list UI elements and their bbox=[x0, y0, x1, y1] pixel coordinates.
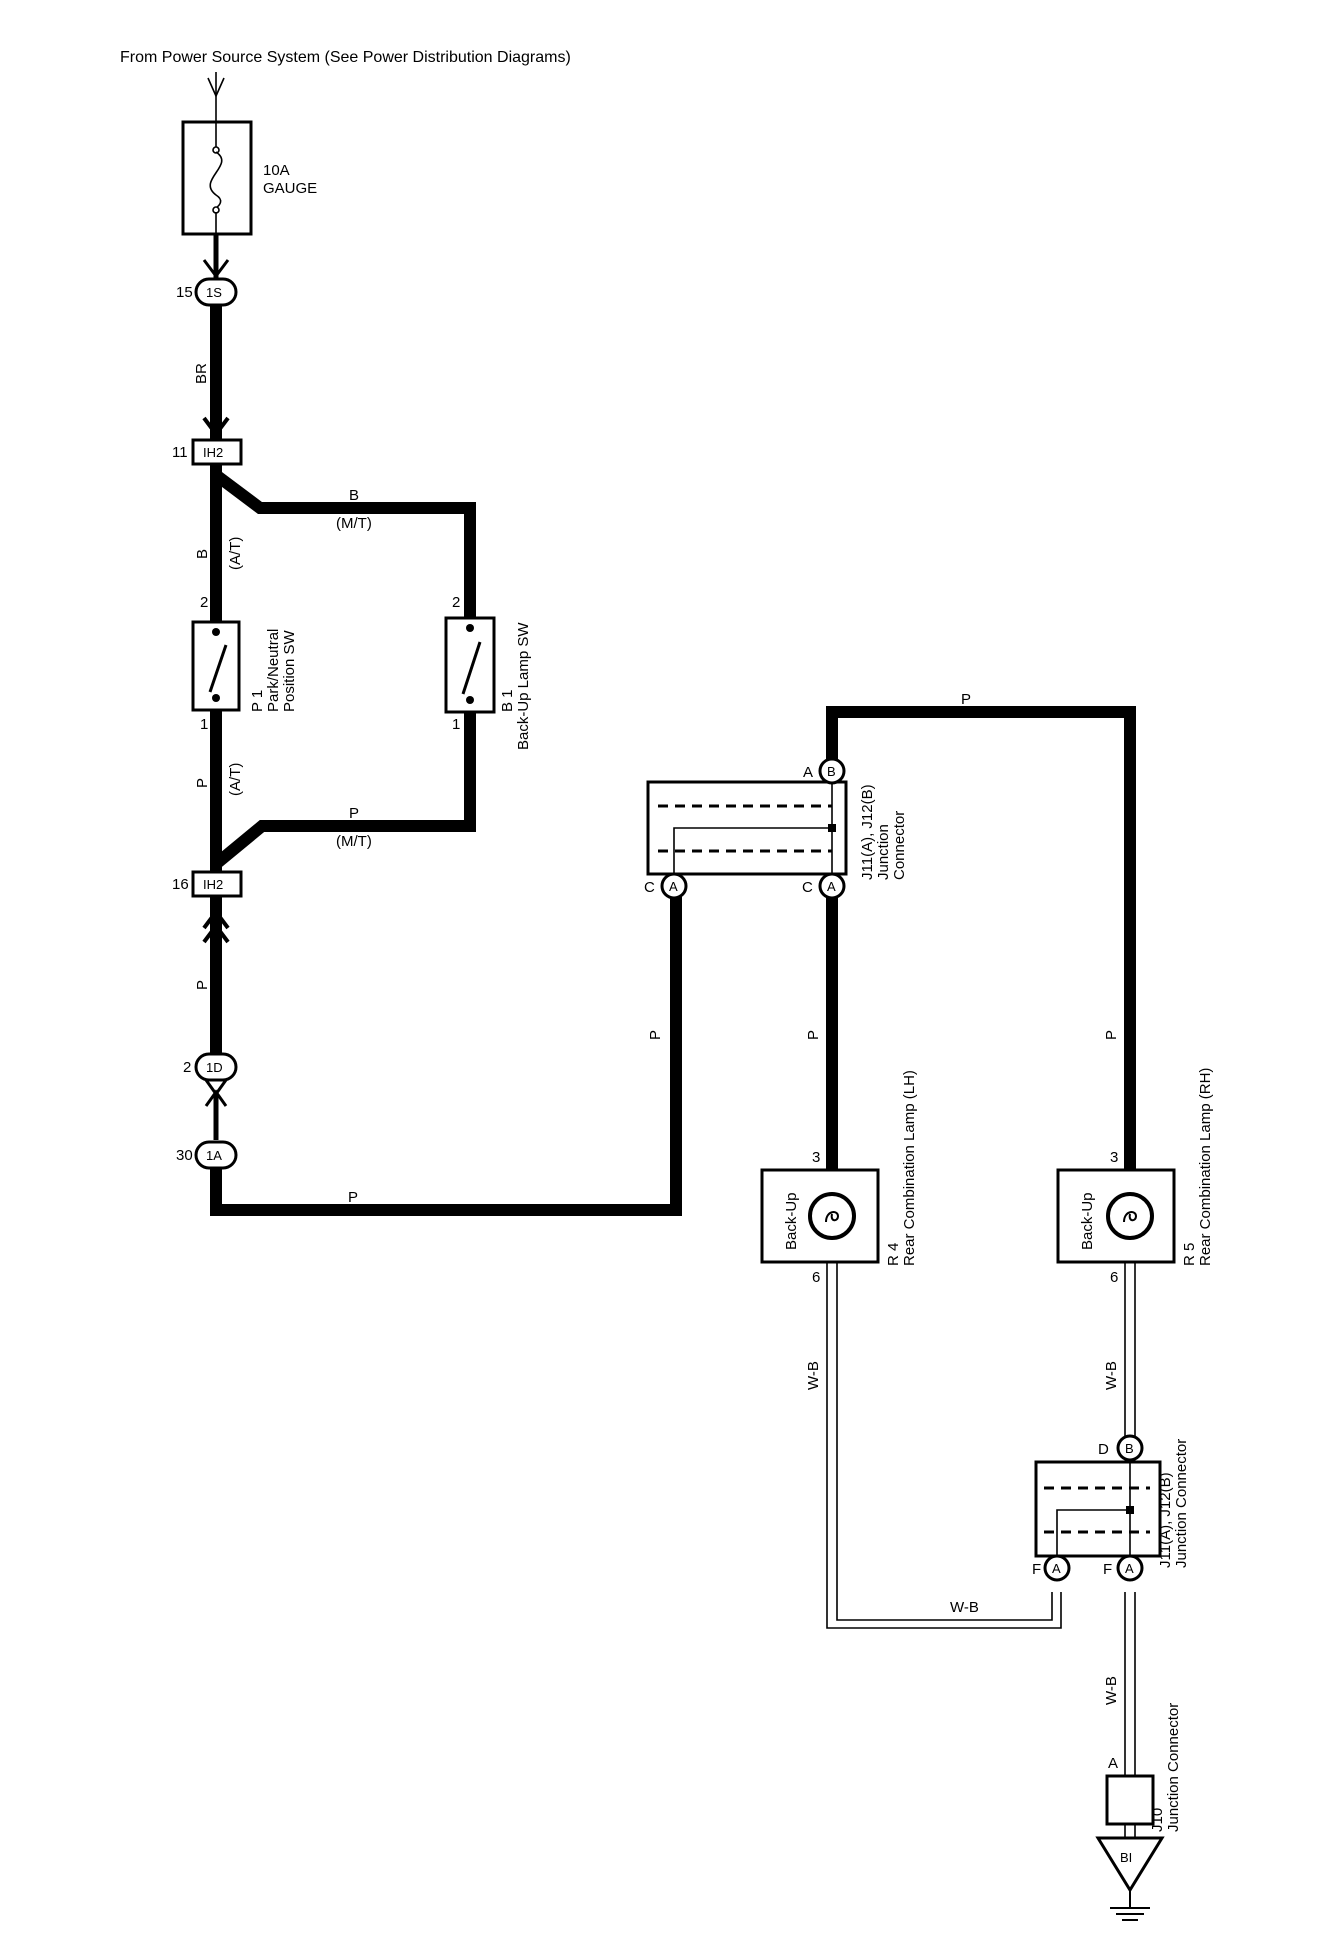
wire-mt-1: (M/T) bbox=[336, 515, 372, 532]
wire-arrows bbox=[202, 259, 230, 1140]
jtop-pin-b: B bbox=[818, 757, 846, 785]
wire-at-2: (A/T) bbox=[227, 763, 244, 796]
wire-p-up: P bbox=[647, 1030, 664, 1040]
wire-b-at: B bbox=[194, 549, 211, 559]
p1-name: Park/Neutral bbox=[265, 629, 282, 712]
connector-1d-pin: 2 bbox=[183, 1059, 191, 1076]
p1-pin-top: 2 bbox=[200, 594, 208, 611]
jtop-pin-a-label: C bbox=[802, 879, 813, 896]
wire-p-top: P bbox=[961, 691, 971, 708]
j10-pin: A bbox=[1108, 1755, 1118, 1772]
r5-pin-top: 3 bbox=[1110, 1149, 1118, 1166]
svg-text:A: A bbox=[669, 879, 678, 894]
thick-wires bbox=[210, 234, 1136, 1216]
switch-p1 bbox=[191, 620, 241, 712]
ground-icon bbox=[1095, 1836, 1165, 1921]
svg-text:1D: 1D bbox=[206, 1060, 223, 1075]
wire-p-rh: P bbox=[1103, 1030, 1120, 1040]
wire-br: BR bbox=[193, 363, 210, 384]
r5-name: Rear Combination Lamp (RH) bbox=[1197, 1068, 1214, 1266]
jtop-name2: Connector bbox=[891, 811, 908, 880]
r4-pin-bottom: 6 bbox=[812, 1269, 820, 1286]
junction-bottom bbox=[1034, 1450, 1162, 1568]
p1-pin-bottom: 1 bbox=[200, 716, 208, 733]
svg-text:1A: 1A bbox=[206, 1148, 222, 1163]
wire-wb-ground: W-B bbox=[1103, 1676, 1120, 1705]
svg-text:IH2: IH2 bbox=[203, 445, 223, 460]
ground-code: BI bbox=[1120, 1850, 1132, 1865]
jbot-name: Junction Connector bbox=[1173, 1439, 1190, 1568]
fuse bbox=[181, 120, 253, 236]
fuse-amp: 10A bbox=[263, 162, 290, 179]
lamp-r4 bbox=[760, 1168, 880, 1264]
b1-pin-bottom: 1 bbox=[452, 716, 460, 733]
p1-code: P 1 bbox=[249, 690, 266, 712]
svg-text:1S: 1S bbox=[206, 285, 222, 300]
wire-mt-2: (M/T) bbox=[336, 833, 372, 850]
jtop-pin-a: A bbox=[818, 872, 846, 900]
wire-p-at: P bbox=[194, 778, 211, 788]
fuse-name: GAUGE bbox=[263, 180, 317, 197]
jbot-pin-fr-label: F bbox=[1103, 1561, 1112, 1578]
r4-lamp-label: Back-Up bbox=[783, 1192, 800, 1250]
wire-p-bottom: P bbox=[348, 1189, 358, 1206]
connector-ih2-bottom: IH2 bbox=[191, 870, 243, 898]
connector-1s: 1S bbox=[194, 277, 238, 307]
jbot-pin-b: B bbox=[1116, 1434, 1144, 1462]
jbot-pin-fl: A bbox=[1043, 1554, 1071, 1582]
wire-p-mt: P bbox=[349, 805, 359, 822]
svg-text:A: A bbox=[1125, 1561, 1134, 1576]
wire-wb-bottom: W-B bbox=[950, 1599, 979, 1616]
jtop-pin-c-label: C bbox=[644, 879, 655, 896]
b1-name: Back-Up Lamp SW bbox=[515, 622, 532, 750]
j10-code: J10 bbox=[1149, 1808, 1166, 1832]
jbot-pin-b-label: D bbox=[1098, 1441, 1109, 1458]
r5-pin-bottom: 6 bbox=[1110, 1269, 1118, 1286]
svg-text:B: B bbox=[1125, 1441, 1134, 1456]
connector-ih2-top-pin: 11 bbox=[172, 444, 188, 461]
jtop-code: J11(A), J12(B) bbox=[859, 784, 876, 880]
connector-1d: 1D bbox=[194, 1052, 238, 1082]
r4-name: Rear Combination Lamp (LH) bbox=[901, 1070, 918, 1266]
svg-text:IH2: IH2 bbox=[203, 877, 223, 892]
connector-1a: 1A bbox=[194, 1140, 238, 1170]
jbot-pin-fl-label: F bbox=[1032, 1561, 1041, 1578]
jtop-name: Junction bbox=[875, 824, 892, 880]
r4-pin-top: 3 bbox=[812, 1149, 820, 1166]
connector-ih2-top: IH2 bbox=[191, 438, 243, 466]
power-arrow bbox=[207, 72, 225, 122]
jtop-pin-b-label: A bbox=[803, 764, 813, 781]
wire-at-1: (A/T) bbox=[227, 537, 244, 570]
p1-name2: Position SW bbox=[281, 629, 298, 712]
j10-name: Junction Connector bbox=[1165, 1703, 1182, 1832]
wire-wb-lh: W-B bbox=[805, 1361, 822, 1390]
wire-wb-rh: W-B bbox=[1103, 1361, 1120, 1390]
svg-text:A: A bbox=[827, 879, 836, 894]
jtop-pin-c: A bbox=[660, 872, 688, 900]
r5-lamp-label: Back-Up bbox=[1079, 1192, 1096, 1250]
b1-pin-top: 2 bbox=[452, 594, 460, 611]
wire-p-lh: P bbox=[805, 1030, 822, 1040]
switch-b1 bbox=[444, 616, 496, 714]
header-text: From Power Source System (See Power Dist… bbox=[120, 49, 571, 66]
jbot-code: J11(A), J12(B) bbox=[1157, 1472, 1174, 1568]
r5-code: R 5 bbox=[1181, 1243, 1198, 1266]
svg-text:B: B bbox=[827, 764, 836, 779]
connector-ih2-bottom-pin: 16 bbox=[172, 876, 189, 893]
wire-b-mt: B bbox=[349, 487, 359, 504]
connector-1a-pin: 30 bbox=[176, 1147, 193, 1164]
jbot-pin-fr: A bbox=[1116, 1554, 1144, 1582]
b1-code: B 1 bbox=[499, 689, 516, 712]
junction-top bbox=[646, 772, 848, 886]
svg-text:A: A bbox=[1052, 1561, 1061, 1576]
r4-code: R 4 bbox=[885, 1243, 902, 1266]
wire-p-below-ih2: P bbox=[194, 980, 211, 990]
junction-j10 bbox=[1105, 1774, 1155, 1826]
wb-wires bbox=[826, 1262, 1136, 1838]
connector-1s-pin: 15 bbox=[176, 284, 193, 301]
lamp-r5 bbox=[1056, 1168, 1176, 1264]
